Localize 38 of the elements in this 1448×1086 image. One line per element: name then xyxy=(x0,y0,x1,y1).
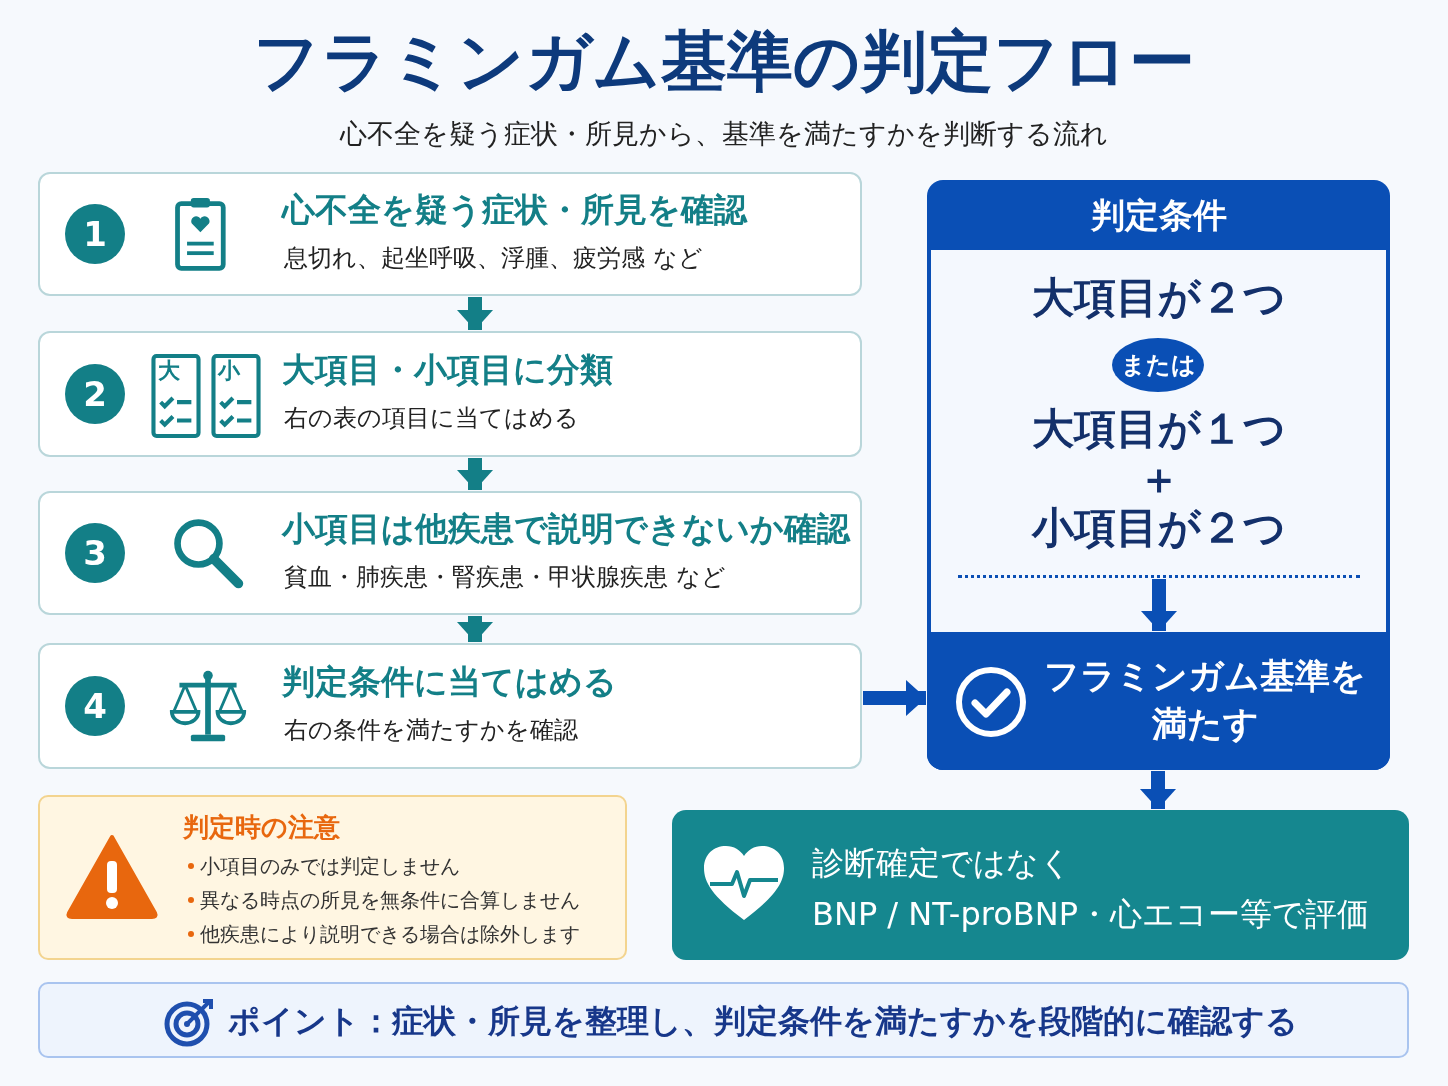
step-description: 右の表の項目に当てはめる xyxy=(284,403,579,434)
caution-box xyxy=(38,795,627,960)
point-bar xyxy=(38,982,1409,1058)
plus-sign: ＋ xyxy=(1137,453,1181,505)
result-text: フラミンガム基準を満たす xyxy=(1043,655,1367,746)
criteria-text: 小項目が２つ xyxy=(1030,502,1287,554)
step-number: 3 xyxy=(65,523,125,583)
step-heading: 大項目・小項目に分類 xyxy=(282,349,613,391)
step-description: 息切れ、起坐呼吸、浮腫、疲労感 など xyxy=(284,243,703,274)
step-number: 1 xyxy=(65,204,125,264)
step-heading: 判定条件に当てはめる xyxy=(282,661,617,703)
step-description: 貧血・肺疾患・腎疾患・甲状腺疾患 など xyxy=(284,562,726,593)
note-text: 診断確定ではなく xyxy=(812,843,1072,884)
step-heading: 小項目は他疾患で説明できないか確認 xyxy=(282,508,850,550)
caution-item: 異なる時点の所見を無条件に合算しません xyxy=(200,887,580,914)
step-box xyxy=(38,491,862,615)
step-description: 右の条件を満たすかを確認 xyxy=(284,715,578,746)
criteria-panel xyxy=(927,180,1390,770)
result-note-box xyxy=(672,810,1409,960)
step-box xyxy=(38,331,862,457)
criteria-text: 大項目が１つ xyxy=(1031,403,1287,455)
sheet-label: 小 xyxy=(218,357,240,385)
caution-item: 小項目のみでは判定しません xyxy=(200,853,460,880)
caution-heading: 判定時の注意 xyxy=(183,811,340,844)
step-heading: 心不全を疑う症状・所見を確認 xyxy=(282,189,747,231)
step-box xyxy=(38,643,862,769)
point-text: ポイント：症状・所見を整理し、判定条件を満たすかを段階的に確認する xyxy=(228,1001,1298,1042)
sheet-label: 大 xyxy=(158,357,180,385)
subtitle: 心不全を疑う症状・所見から、基準を満たすかを判断する流れ xyxy=(338,117,1109,151)
caution-item: 他疾患により説明できる場合は除外します xyxy=(200,921,580,948)
title: フラミンガム基準の判定フロー xyxy=(252,22,1196,102)
step-number: 4 xyxy=(65,676,125,736)
step-number: 2 xyxy=(65,364,125,424)
note-text: BNP / NT-proBNP・心エコー等で評価 xyxy=(812,894,1369,935)
criteria-text: 大項目が２つ xyxy=(1031,272,1287,324)
or-text: または xyxy=(1119,350,1197,381)
panel-heading: 判定条件 xyxy=(1089,194,1228,237)
step-box xyxy=(38,172,862,296)
